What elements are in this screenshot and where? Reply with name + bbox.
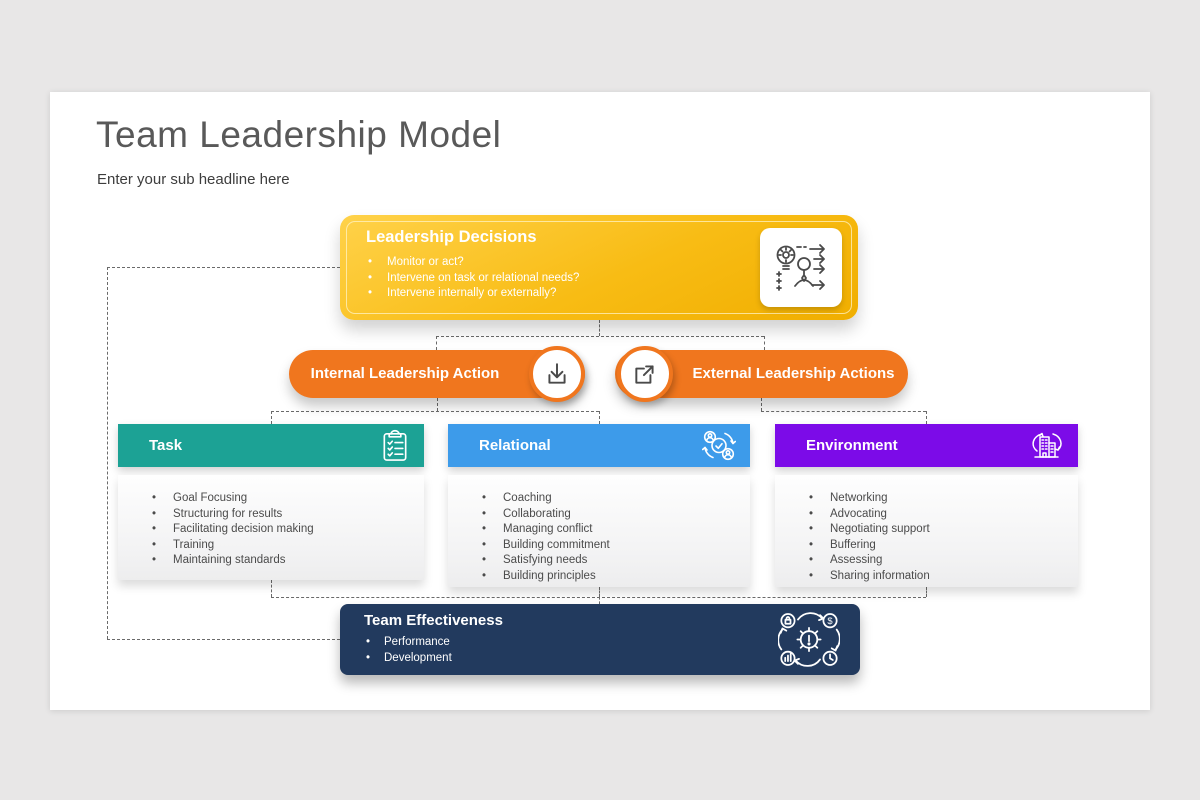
leadership-decisions-box: Leadership Decisions Monitor or act?Inte… <box>340 215 858 320</box>
page-subtitle: Enter your sub headline here <box>97 171 290 188</box>
task-title: Task <box>149 437 183 454</box>
list-item: Building principles <box>448 569 750 585</box>
relational-header: Relational <box>448 424 750 467</box>
process-gear-icon: $ <box>777 611 841 673</box>
list-item: Negotiating support <box>775 522 1078 538</box>
connector-internal-split <box>271 411 599 412</box>
leadership-decisions-title: Leadership Decisions <box>366 228 537 246</box>
external-action-label: External Leadership Actions <box>692 365 895 382</box>
task-list-panel: Goal FocusingStructuring for resultsFaci… <box>118 475 424 580</box>
connector-environment-down <box>926 587 927 597</box>
connector-to-environment <box>926 411 927 424</box>
list-item: Networking <box>775 491 1078 507</box>
list-item: Advocating <box>775 507 1078 523</box>
slide-canvas: Team Leadership Model Enter your sub hea… <box>50 92 1150 710</box>
people-sync-icon <box>702 430 736 461</box>
list-item: Intervene on task or relational needs? <box>340 271 740 287</box>
team-effectiveness-list: PerformanceDevelopment <box>340 635 640 666</box>
list-item: Development <box>340 651 640 667</box>
connector-decisions-down <box>599 320 600 336</box>
list-item: Facilitating decision making <box>118 522 424 538</box>
list-item: Maintaining standards <box>118 553 424 569</box>
connector-to-internal <box>436 336 437 350</box>
idea-decision-icon <box>760 228 842 307</box>
connector-relational-down <box>599 587 600 597</box>
environment-list: NetworkingAdvocatingNegotiating supportB… <box>775 475 1078 584</box>
list-item: Monitor or act? <box>340 255 740 271</box>
list-item: Structuring for results <box>118 507 424 523</box>
connector-to-effectiveness <box>599 597 600 604</box>
leadership-decisions-list: Monitor or act?Intervene on task or rela… <box>340 255 740 302</box>
list-item: Managing conflict <box>448 522 750 538</box>
relational-list-panel: CoachingCollaboratingManaging conflictBu… <box>448 475 750 587</box>
task-list: Goal FocusingStructuring for resultsFaci… <box>118 475 424 569</box>
relational-title: Relational <box>479 437 551 454</box>
list-item: Intervene internally or externally? <box>340 286 740 302</box>
buildings-cycle-icon <box>1032 432 1062 458</box>
connector-decisions-split <box>436 336 764 337</box>
list-item: Satisfying needs <box>448 553 750 569</box>
list-item: Collaborating <box>448 507 750 523</box>
team-effectiveness-box: Team Effectiveness PerformanceDevelopmen… <box>340 604 860 675</box>
connector-to-external <box>764 336 765 350</box>
connector-to-task <box>271 411 272 424</box>
external-link-icon <box>617 346 673 402</box>
connector-external-split <box>761 411 926 412</box>
connector-merge <box>271 597 926 598</box>
team-effectiveness-title: Team Effectiveness <box>364 612 503 629</box>
connector-feedback-left <box>107 267 108 639</box>
list-item: Sharing information <box>775 569 1078 585</box>
svg-text:$: $ <box>827 615 833 626</box>
connector-feedback-top <box>107 267 340 268</box>
list-item: Training <box>118 538 424 554</box>
list-item: Performance <box>340 635 640 651</box>
connector-task-down <box>271 580 272 597</box>
connector-feedback-bottom <box>107 639 340 640</box>
environment-list-panel: NetworkingAdvocatingNegotiating supportB… <box>775 475 1078 587</box>
connector-external-down <box>761 398 762 411</box>
connector-internal-down <box>437 398 438 411</box>
list-item: Assessing <box>775 553 1078 569</box>
list-item: Coaching <box>448 491 750 507</box>
environment-header: Environment <box>775 424 1078 467</box>
download-icon <box>529 346 585 402</box>
internal-action-label: Internal Leadership Action <box>310 365 500 382</box>
relational-list: CoachingCollaboratingManaging conflictBu… <box>448 475 750 584</box>
connector-to-relational <box>599 411 600 424</box>
page-title: Team Leadership Model <box>96 114 502 155</box>
clipboard-checklist-icon <box>383 429 407 461</box>
task-header: Task <box>118 424 424 467</box>
environment-title: Environment <box>806 437 898 454</box>
list-item: Building commitment <box>448 538 750 554</box>
list-item: Buffering <box>775 538 1078 554</box>
list-item: Goal Focusing <box>118 491 424 507</box>
